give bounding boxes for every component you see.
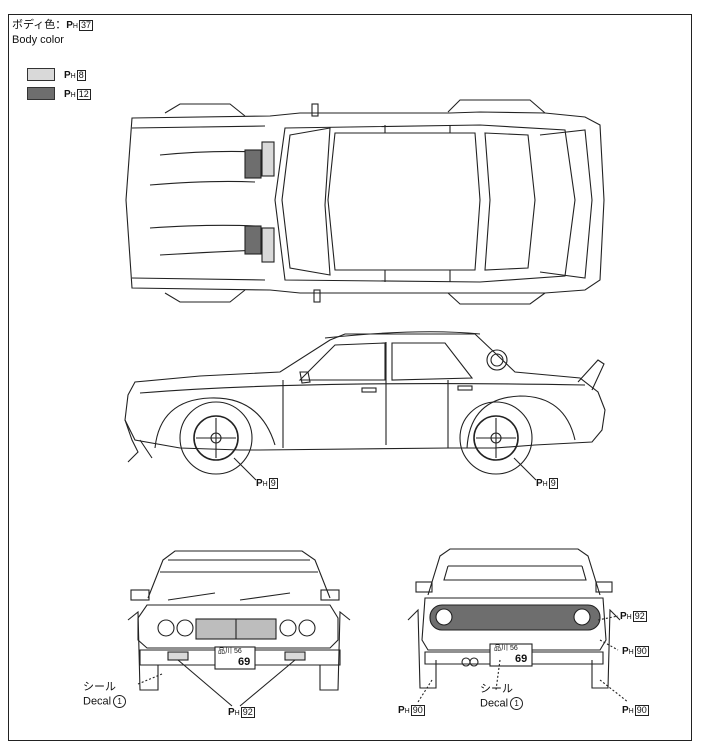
rear-view [407,548,629,703]
body-color-jp: ボディ色： [12,19,67,31]
front-plate-number: 69 [238,656,251,668]
legend-swatch-dark [27,87,55,100]
body-color-code: 37 [78,20,93,31]
top-view [125,99,605,305]
rear-decal-jp: シール [480,683,513,695]
front-decal-jp: シール [83,681,116,693]
rear-plate-number: 69 [515,653,528,665]
front-plate-top: 品川 56 [218,648,242,655]
rear-decal-number: 1 [510,697,524,710]
side-view [124,331,606,481]
drawing-frame [8,14,692,741]
body-color-en: Body color [12,34,64,46]
rear-plate-top: 品川 56 [494,645,518,652]
legend-swatch-light [27,68,55,81]
front-view [127,550,351,707]
front-decal-number: 1 [113,695,127,708]
